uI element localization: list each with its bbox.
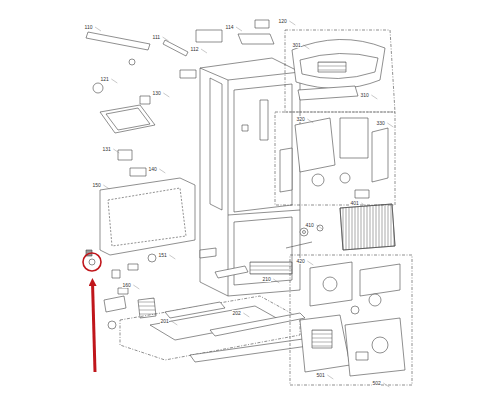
highlight-circle [83, 253, 101, 271]
callout-number: 150 [92, 182, 101, 188]
leader-line [307, 119, 313, 123]
leader-line [383, 383, 389, 387]
callout-number: 120 [278, 18, 287, 24]
leader-line [289, 21, 295, 25]
leader-line [303, 45, 309, 49]
leader-line [169, 255, 175, 259]
callout-number: 410 [305, 222, 314, 228]
callout-number: 301 [292, 42, 301, 48]
leader-line [95, 27, 101, 31]
callout-number: 210 [262, 276, 271, 282]
callout-number: 330 [376, 120, 385, 126]
callout-number: 130 [152, 90, 161, 96]
leader-line [236, 27, 242, 31]
leader-line [103, 185, 109, 189]
callout-number: 140 [148, 166, 157, 172]
leader-line [243, 313, 249, 317]
callout-number: 501 [316, 372, 325, 378]
callout-number: 121 [100, 76, 109, 82]
leader-line [327, 375, 333, 379]
callout-number: 201 [160, 318, 169, 324]
callout-number: 151 [158, 252, 167, 258]
callout-number: 111 [152, 34, 161, 40]
leader-lines [95, 21, 393, 387]
callout-number: 420 [296, 258, 305, 264]
leader-line [113, 149, 119, 153]
leader-line [163, 37, 169, 41]
callout-number: 401 [350, 200, 359, 206]
leader-line [133, 285, 139, 289]
callout-number: 160 [122, 282, 131, 288]
callout-number: 112 [190, 46, 199, 52]
callout-number: 110 [84, 24, 93, 30]
callout-number: 310 [360, 92, 369, 98]
leader-line [111, 79, 117, 83]
leader-line [307, 261, 313, 265]
leader-line [159, 169, 165, 173]
leader-line [201, 49, 207, 53]
callout-number: 131 [102, 146, 111, 152]
leader-line [371, 95, 377, 99]
leader-line [273, 279, 279, 283]
pointer-arrow [93, 282, 96, 372]
callout-number: 320 [296, 116, 305, 122]
callout-number: 202 [232, 310, 241, 316]
leader-line [171, 321, 177, 325]
leader-line [387, 123, 393, 127]
leader-line [316, 225, 322, 229]
callout-number: 502 [372, 380, 381, 386]
callout-number: 114 [225, 24, 234, 30]
leader-line [163, 93, 169, 97]
leader-line [361, 203, 367, 207]
